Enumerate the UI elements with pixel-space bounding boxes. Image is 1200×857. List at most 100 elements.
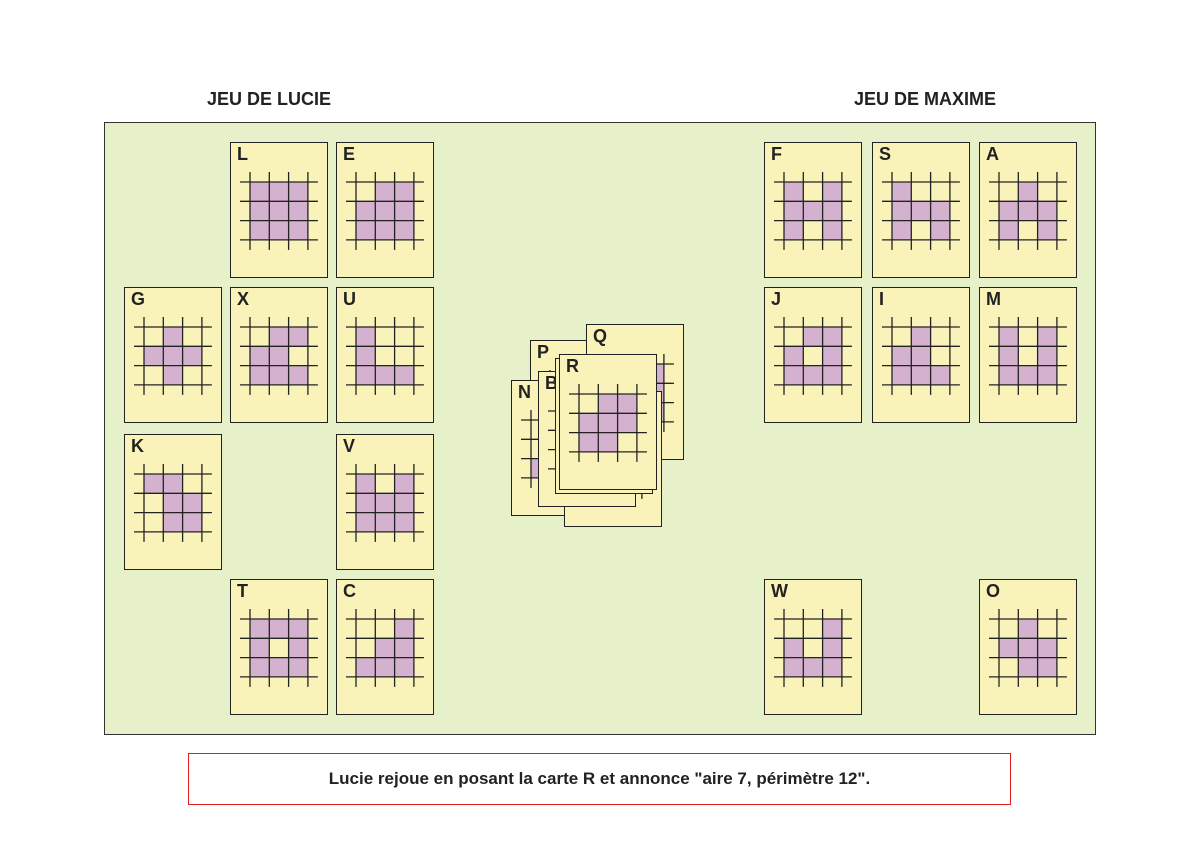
filled-cell: [250, 619, 270, 639]
filled-cell: [1037, 638, 1057, 658]
filled-cell: [269, 365, 289, 385]
card-letter: J: [771, 289, 782, 309]
card-letter: S: [879, 144, 892, 164]
filled-cell: [375, 657, 395, 677]
card-l[interactable]: L: [230, 142, 328, 278]
filled-cell: [784, 657, 804, 677]
filled-cell: [822, 657, 842, 677]
filled-cell: [356, 327, 376, 347]
filled-cell: [288, 182, 308, 202]
filled-cell: [784, 201, 804, 221]
filled-cell: [911, 365, 931, 385]
card-t[interactable]: T: [230, 579, 328, 715]
filled-cell: [163, 365, 183, 385]
card-j[interactable]: J: [764, 287, 862, 423]
filled-cell: [375, 512, 395, 532]
card-grid: [240, 317, 318, 395]
filled-cell: [892, 201, 912, 221]
card-grid: [240, 172, 318, 250]
filled-cell: [930, 220, 950, 240]
card-letter: O: [986, 581, 1001, 601]
card-u[interactable]: U: [336, 287, 434, 423]
card-grid: [346, 317, 424, 395]
card-grid: [134, 317, 212, 395]
card-c[interactable]: C: [336, 579, 434, 715]
filled-cell: [1037, 346, 1057, 366]
card-letter: G: [131, 289, 146, 309]
card-s[interactable]: S: [872, 142, 970, 278]
card-e[interactable]: E: [336, 142, 434, 278]
card-letter: C: [343, 581, 356, 601]
filled-cell: [999, 220, 1019, 240]
filled-cell: [822, 182, 842, 202]
filled-cell: [930, 201, 950, 221]
filled-cell: [1037, 657, 1057, 677]
filled-cell: [375, 638, 395, 658]
filled-cell: [803, 365, 823, 385]
card-letter: W: [771, 581, 788, 601]
filled-cell: [250, 201, 270, 221]
filled-cell: [579, 413, 599, 433]
filled-cell: [250, 220, 270, 240]
filled-cell: [822, 365, 842, 385]
card-g[interactable]: G: [124, 287, 222, 423]
filled-cell: [822, 327, 842, 347]
card-grid: [346, 172, 424, 250]
card-letter: M: [986, 289, 1001, 309]
card-letter: V: [343, 436, 356, 456]
filled-cell: [288, 638, 308, 658]
card-grid: [882, 317, 960, 395]
filled-cell: [163, 474, 183, 494]
filled-cell: [1037, 365, 1057, 385]
filled-cell: [356, 220, 376, 240]
filled-cell: [144, 474, 164, 494]
card-r[interactable]: R: [559, 354, 657, 490]
filled-cell: [163, 512, 183, 532]
card-grid: [882, 172, 960, 250]
filled-cell: [784, 182, 804, 202]
card-letter: X: [237, 289, 250, 309]
filled-cell: [356, 493, 376, 513]
message-box: Lucie rejoue en posant la carte R et ann…: [188, 753, 1011, 805]
filled-cell: [822, 201, 842, 221]
filled-cell: [394, 474, 414, 494]
filled-cell: [250, 638, 270, 658]
filled-cell: [784, 220, 804, 240]
filled-cell: [288, 220, 308, 240]
filled-cell: [803, 201, 823, 221]
card-o[interactable]: O: [979, 579, 1077, 715]
card-letter: B: [545, 373, 558, 393]
filled-cell: [999, 365, 1019, 385]
card-letter: A: [986, 144, 999, 164]
card-w[interactable]: W: [764, 579, 862, 715]
filled-cell: [163, 346, 183, 366]
card-x[interactable]: X: [230, 287, 328, 423]
card-letter: F: [771, 144, 782, 164]
card-letter: U: [343, 289, 356, 309]
filled-cell: [250, 182, 270, 202]
card-letter: L: [237, 144, 248, 164]
filled-cell: [803, 657, 823, 677]
filled-cell: [250, 365, 270, 385]
card-k[interactable]: K: [124, 434, 222, 570]
filled-cell: [375, 182, 395, 202]
card-a[interactable]: A: [979, 142, 1077, 278]
filled-cell: [911, 327, 931, 347]
filled-cell: [144, 346, 164, 366]
card-v[interactable]: V: [336, 434, 434, 570]
filled-cell: [394, 512, 414, 532]
filled-cell: [1018, 619, 1038, 639]
card-m[interactable]: M: [979, 287, 1077, 423]
card-i[interactable]: I: [872, 287, 970, 423]
filled-cell: [1018, 182, 1038, 202]
filled-cell: [1018, 201, 1038, 221]
filled-cell: [250, 657, 270, 677]
card-grid: [989, 317, 1067, 395]
filled-cell: [784, 638, 804, 658]
filled-cell: [394, 493, 414, 513]
card-grid: [774, 172, 852, 250]
card-grid: [569, 384, 647, 462]
card-f[interactable]: F: [764, 142, 862, 278]
filled-cell: [288, 327, 308, 347]
